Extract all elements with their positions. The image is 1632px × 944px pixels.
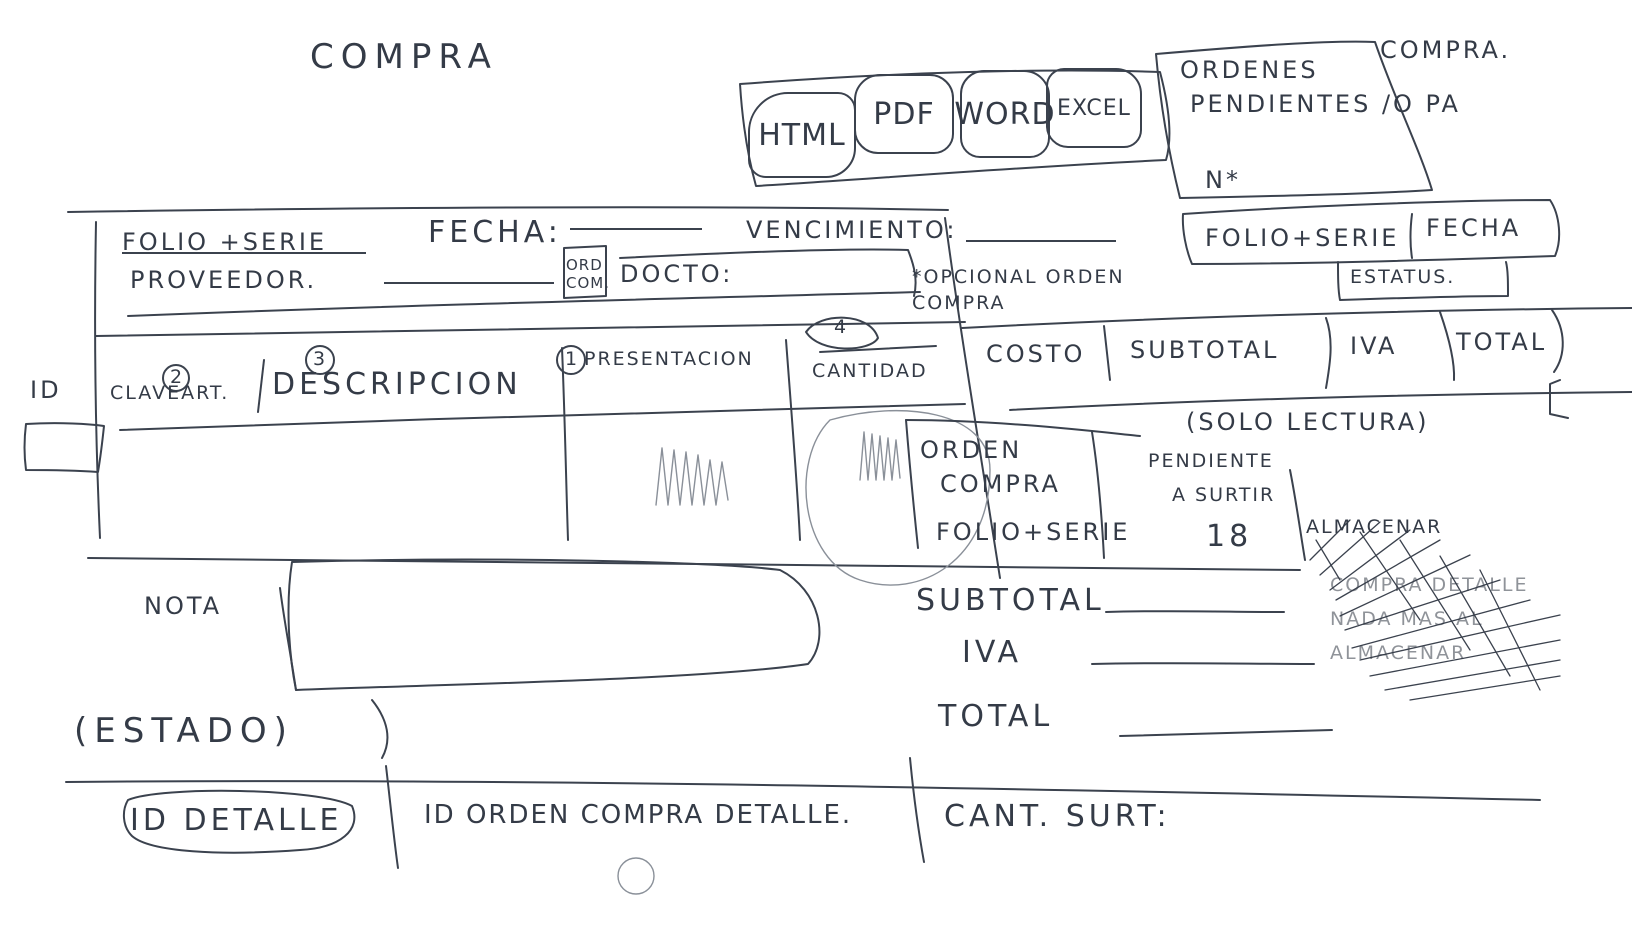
fecha-label: FECHA: <box>428 215 562 250</box>
footer-col-id-orden-compra-detalle: ID ORDEN COMPRA DETALLE. <box>424 800 853 830</box>
pending-col-fecha[interactable]: FECHA <box>1426 214 1522 242</box>
grid-col-clave-art: CLAVEART. <box>110 382 230 404</box>
optional-note: *OPCIONAL ORDEN COMPRA <box>912 266 1125 314</box>
grid-col-presentacion-badge: 1 <box>565 348 580 370</box>
almacenar-label: ALMACENAR <box>1306 516 1443 538</box>
subtable-pendiente-line1: PENDIENTE <box>1148 450 1274 472</box>
grid-col-cantidad: CANTIDAD <box>812 360 928 382</box>
grid-col-costo: COSTO <box>986 340 1086 368</box>
subtable-orden-line2: COMPRA <box>940 470 1061 498</box>
grid-col-presentacion: PRESENTACION <box>584 348 754 370</box>
footer-col-id-detalle: ID DETALLE <box>130 803 343 838</box>
grid-col-descripcion: DESCRIPCION <box>272 367 522 402</box>
subtable-pendiente-line2: A SURTIR <box>1172 484 1276 506</box>
id-label: ID <box>30 376 62 404</box>
docto-label: DOCTO: <box>620 260 734 288</box>
id-input[interactable] <box>28 426 100 470</box>
crossed-out-note: COMPRA DETALLE NADA MAS AL ALMACENAR <box>1330 574 1529 664</box>
export-excel-button[interactable]: EXCEL <box>1046 68 1142 148</box>
orden-compra-tag[interactable]: ORD COM. <box>566 256 610 292</box>
subtable-orden-line3: FOLIO+SERIE <box>936 518 1131 546</box>
export-pdf-button[interactable]: PDF <box>854 74 954 154</box>
nota-label: NOTA <box>144 592 223 620</box>
iva-label: IVA <box>962 635 1022 670</box>
grid-col-subtotal: SUBTOTAL <box>1130 336 1280 364</box>
total-label: TOTAL <box>938 699 1054 734</box>
folio-serie-underline <box>122 252 366 254</box>
read-only-note: (SOLO LECTURA) <box>1186 408 1430 436</box>
nota-textarea[interactable] <box>296 566 816 686</box>
pending-orders-title-line2: PENDIENTES /O PA <box>1190 90 1461 118</box>
grid-col-clave-badge: 2 <box>170 366 185 388</box>
footer-col-cant-surt: CANT. SURT: <box>944 799 1171 834</box>
pending-orders-title-line1: ORDENES <box>1180 56 1319 84</box>
pending-col-folio[interactable]: FOLIO+SERIE <box>1205 224 1400 252</box>
grid-col-cantidad-badge: 4 <box>834 316 849 338</box>
pending-orders-title-line1b: COMPRA. <box>1380 36 1512 64</box>
proveedor-input[interactable] <box>384 282 554 284</box>
vencimiento-input[interactable] <box>966 240 1116 242</box>
pending-status-label: ESTATUS. <box>1350 266 1456 288</box>
grid-col-iva: IVA <box>1350 332 1398 360</box>
estado-label: (ESTADO) <box>74 711 294 751</box>
vencimiento-label: VENCIMIENTO: <box>746 216 958 244</box>
export-word-button[interactable]: WORD <box>954 70 1055 158</box>
proveedor-label: PROVEEDOR. <box>130 266 318 294</box>
fecha-input[interactable] <box>570 228 702 230</box>
grid-col-total: TOTAL <box>1456 328 1548 356</box>
pending-orders-number-label: N* <box>1205 166 1241 194</box>
subtable-pendiente-value: 18 <box>1206 519 1253 554</box>
export-html-button[interactable]: HTML <box>748 92 856 178</box>
page-title: COMPRA <box>310 37 498 77</box>
folio-serie-label: FOLIO +SERIE <box>122 228 328 256</box>
subtotal-label: SUBTOTAL <box>916 583 1105 618</box>
grid-col-descripcion-badge: 3 <box>313 348 328 370</box>
subtable-orden-line1: ORDEN <box>920 436 1023 464</box>
